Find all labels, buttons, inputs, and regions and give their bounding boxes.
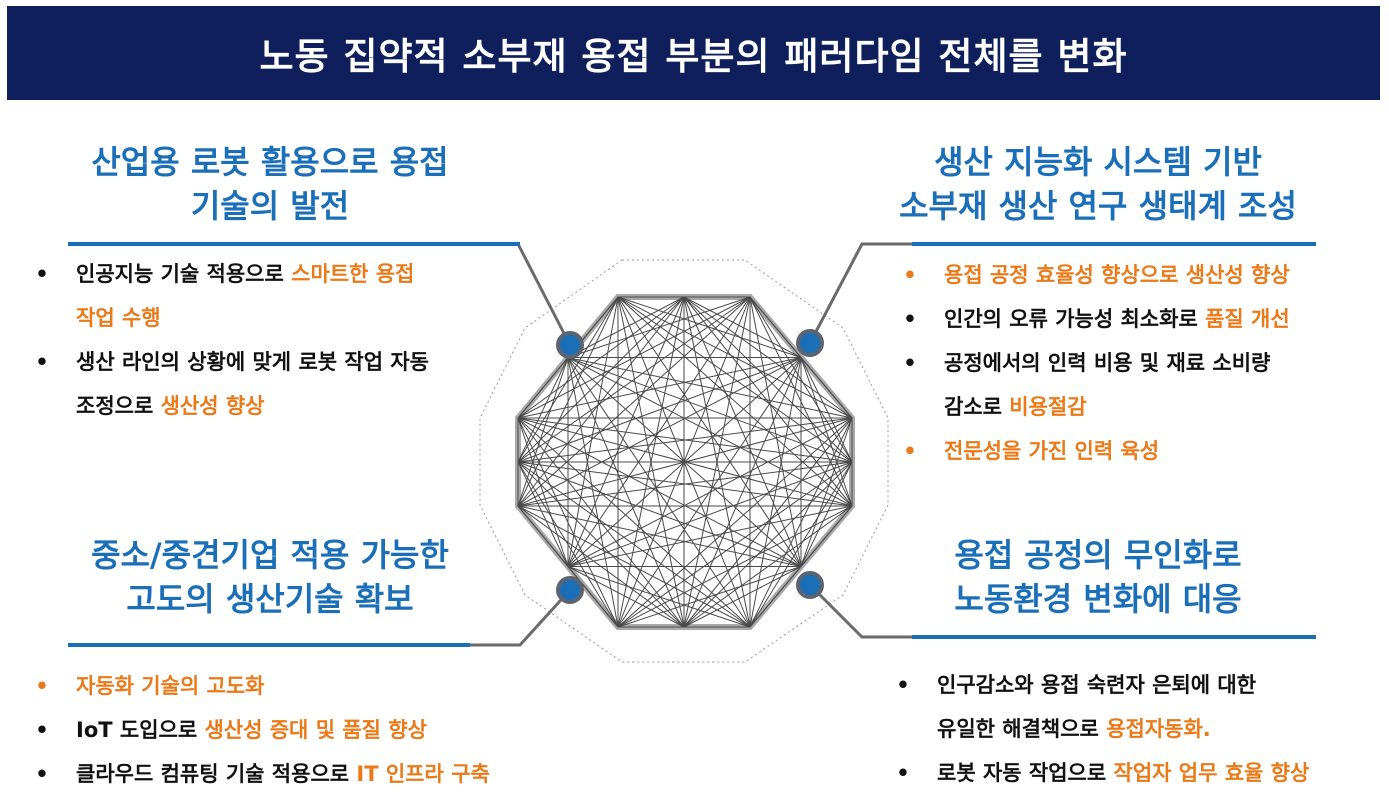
mesh-line [567,296,685,358]
mesh-line [517,461,751,628]
heading-line: 기술의 발전 [190,187,350,225]
mesh-line [517,461,685,628]
mesh-line [517,461,853,507]
heading-line: 소부재 생산 연구 생태계 조성 [899,187,1297,225]
junction-nodes [556,329,824,604]
mesh-line [567,357,619,628]
heading-line: 산업용 로봇 활용으로 용접 [91,143,449,181]
connector-bottom-right [808,583,912,639]
heading-line: 노동환경 변화에 대응 [954,580,1242,618]
list-item: •자동화 기술의 고도화 [35,674,265,698]
mesh-line [517,357,569,463]
mesh-line [517,505,685,628]
mesh-line [517,461,569,567]
mesh-line [517,357,802,419]
mesh-line [800,461,853,567]
mesh-line [683,417,853,628]
mesh-line [567,461,853,567]
mesh-lines [517,296,853,628]
mesh-line [517,296,685,463]
mesh-line [683,357,802,628]
mesh-line [567,417,853,567]
mesh-line [800,357,853,419]
mesh-line [617,566,802,628]
mesh-line [683,296,802,567]
rule-bottom-right [912,635,1316,639]
list-item: •IoT 도입으로 생산성 증대 및 품질 향상 [35,718,427,742]
heading-top-left: 산업용 로봇 활용으로 용접 기술의 발전 [40,140,500,228]
mesh-line [517,357,569,507]
mesh-line [683,296,802,358]
heading-bottom-left: 중소/중견기업 적용 가능한 고도의 생산기술 확보 [40,533,500,621]
mesh-line [567,566,751,628]
rule-bottom-left [68,643,470,647]
heading-top-right: 생산 지능화 시스템 기반 소부재 생산 연구 생태계 조성 [858,140,1338,228]
mesh-line [517,417,685,628]
node-bottom-right [796,571,824,599]
mesh-line [683,566,802,628]
heading-line: 중소/중견기업 적용 가능한 [91,536,449,574]
mesh-line [567,296,619,567]
list-item: •인간의 오류 가능성 최소화로 품질 개선 [903,307,1290,331]
mesh-line [617,417,853,628]
rule-top-right [912,242,1316,246]
node-top-left [556,331,584,359]
mesh-line [517,357,802,463]
connector-bottom-left [470,588,572,647]
mesh-line [567,357,751,628]
mesh-line [517,417,751,628]
heading-line: 생산 지능화 시스템 기반 [934,143,1262,181]
mesh-line [567,566,685,628]
mesh-line [517,505,569,567]
mesh-line [567,357,802,567]
mesh-line [749,417,853,628]
mesh-line [749,461,853,628]
node-bottom-left [556,576,584,604]
node-top-right [796,329,824,357]
list-bottom-left: •자동화 기술의 고도화 •IoT 도입으로 생산성 증대 및 품질 향상 •클… [32,664,490,796]
list-item: •전문성을 가진 인력 육성 [903,439,1160,463]
mesh-line [683,296,853,507]
mesh-line [567,357,853,463]
rule-top-left [68,242,520,246]
mesh-line [800,357,853,463]
mesh-line [517,296,751,507]
heading-line: 고도의 생산기술 확보 [126,580,414,618]
connector-top-right [808,242,912,344]
mesh-line [617,296,853,507]
heading-bottom-right: 용접 공정의 무인화로 노동환경 변화에 대응 [858,533,1338,621]
mesh-line [517,296,685,507]
mesh-line [517,417,853,463]
title-banner: 노동 집약적 소부재 용접 부분의 패러다임 전체를 변화 [7,6,1380,100]
mesh-line [517,357,802,507]
mesh-line [567,357,853,419]
page-title: 노동 집약적 소부재 용접 부분의 패러다임 전체를 변화 [259,35,1128,78]
mesh-line [517,296,751,463]
mesh-line [749,296,802,567]
mesh-line [749,566,802,628]
mesh-line [517,461,802,567]
list-item: •로봇 자동 작업으로 작업자 업무 효율 향상 [896,761,1310,785]
list-item: •클라우드 컴퓨팅 기술 적용으로 IT 인프라 구축 [35,762,490,786]
mesh-line [517,417,569,567]
mesh-line [617,296,802,358]
heading-line: 용접 공정의 무인화로 [954,536,1242,574]
mesh-line [749,357,802,628]
mesh-line [567,296,751,358]
mesh-line [567,357,685,628]
list-item: •용접 공정 효율성 향상으로 생산성 향상 [903,263,1290,287]
mesh-line [517,357,569,419]
list-top-right: •용접 공정 효율성 향상으로 생산성 향상 •인간의 오류 가능성 최소화로 … [900,253,1290,473]
mesh-line [567,357,853,507]
